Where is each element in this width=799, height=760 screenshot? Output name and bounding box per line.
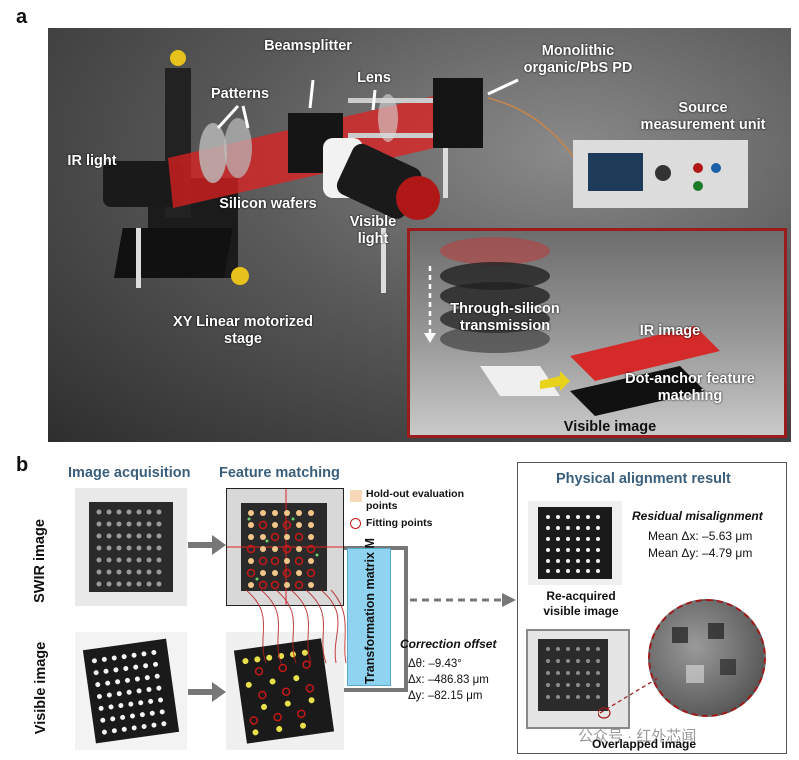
arrow-swir-to-matching (188, 535, 226, 555)
xy-stage-base (113, 228, 233, 278)
visible-image-tile (75, 632, 187, 750)
label-source-unit: Source measurement unit (640, 100, 766, 133)
row-label-visible: Visible image (33, 641, 49, 735)
visible-matching-tile (226, 632, 344, 750)
panel-a-letter: a (16, 6, 28, 28)
magnifier-connector (598, 677, 659, 719)
overlapped-dot-grid (538, 639, 608, 711)
label-monolithic-pd: Monolithic organic/PbS PD (523, 43, 633, 76)
smu-terminal-red (693, 163, 703, 173)
reacquired-dots (546, 515, 600, 573)
arrow-patterns-1 (216, 104, 240, 130)
label-visible-image-inset: Visible image (563, 419, 657, 435)
matching-arrow (540, 371, 570, 391)
correspondence-lines (245, 589, 347, 664)
silicon-wafer-2 (224, 118, 252, 178)
label-ir-light: IR light (67, 153, 117, 169)
magnified-dots (672, 623, 736, 683)
reacquired-label: Re-acquired visible image (543, 589, 619, 618)
label-dot-anchor: Dot-anchor feature matching (625, 371, 755, 404)
swir-fitting-points (246, 520, 316, 590)
lens-element (378, 94, 398, 142)
wafer-stack-3 (440, 305, 550, 333)
pd-mount (433, 78, 483, 148)
dashed-arrow-to-result (410, 593, 516, 607)
post-1 (136, 228, 141, 288)
reacquired-image-tile (528, 501, 622, 585)
residual-title: Residual misalignment (632, 509, 763, 523)
smu-terminal-blue (711, 163, 721, 173)
silicon-wafer-1 (199, 123, 227, 183)
visible-dot-grid (82, 638, 180, 744)
smu-knob (655, 165, 671, 181)
smu-terminal-green (693, 181, 703, 191)
arrow-lens (371, 89, 377, 111)
label-ir-image: IR image (639, 323, 701, 339)
swir-matching-points (248, 510, 314, 588)
legend-fitting-label: Fitting points (366, 517, 433, 529)
ir-light-source (103, 161, 183, 207)
correction-title: Correction offset (400, 637, 497, 651)
arrow-visible-to-matching (188, 682, 226, 702)
panel-b-letter: b (16, 454, 29, 476)
swir-matching-tile (226, 488, 344, 606)
legend-fitting-swatch (350, 518, 361, 529)
label-beamsplitter: Beamsplitter (264, 38, 352, 54)
visible-fitting-points (249, 660, 315, 725)
correction-dx: Δx: –486.83 μm (408, 674, 489, 686)
swir-dot-grid (89, 502, 173, 592)
swir-image-tile (75, 488, 187, 606)
swir-dots (96, 509, 162, 587)
inset-matching-schematic: Through-silicon transmission IR image Do… (407, 228, 787, 438)
swir-matching-grid (227, 489, 343, 605)
cage-rod-2 (348, 133, 478, 138)
overlapped-label: Overlapped image (592, 737, 697, 751)
swir-green-markers (247, 517, 319, 581)
label-visible-light: Visible light (349, 214, 397, 247)
correction-dy: Δy: –82.15 μm (408, 690, 483, 702)
transmission-arrowhead (424, 333, 436, 343)
label-xy-stage: XY Linear motorized stage (173, 314, 313, 347)
label-lens: Lens (357, 70, 391, 86)
knob-top (170, 50, 186, 66)
setup-illustration (103, 50, 748, 293)
knob-bottom (231, 267, 249, 285)
ir-cone-top (440, 237, 550, 265)
watermark-text: 公众号 · 红外芯闻 (578, 728, 697, 745)
transformation-matrix-label: Transformation matrix M (363, 538, 377, 684)
wafer-stack-4 (440, 325, 550, 353)
label-patterns: Patterns (210, 86, 270, 102)
correction-theta: Δθ: –9.43° (408, 658, 462, 670)
post-3 (443, 148, 448, 198)
wafer-stack-1 (440, 262, 550, 290)
residual-mean-dx: Mean Δx: –5.63 μm (648, 529, 753, 543)
visible-dots (91, 649, 167, 735)
magnified-detail-circle (648, 599, 766, 717)
residual-mean-dy: Mean Δy: –4.79 μm (648, 546, 753, 560)
ir-image-plate (570, 326, 720, 381)
label-silicon-wafers: Silicon wafers (219, 196, 317, 212)
label-through-silicon: Through-silicon transmission (450, 301, 560, 334)
alignment-result-box: Physical alignment result Residual misal… (517, 462, 787, 754)
row-label-swir: SWIR image (32, 519, 48, 603)
post-2 (381, 228, 386, 293)
title-image-acquisition: Image acquisition (68, 465, 191, 481)
arrow-pd (487, 78, 519, 96)
overlapped-image-tile (526, 629, 630, 729)
inset-illustration (424, 237, 720, 416)
visible-light-emitter (396, 176, 440, 220)
visible-image-plate (570, 366, 705, 416)
legend-holdout-swatch (350, 490, 362, 502)
title-feature-matching: Feature matching (219, 465, 340, 481)
cage-rod-1 (348, 98, 478, 103)
arrow-beamsplitter (308, 79, 315, 109)
arrow-patterns-2 (241, 105, 250, 129)
overlapped-dots (546, 647, 600, 699)
title-physical-alignment: Physical alignment result (556, 471, 731, 487)
reacquired-dot-grid (538, 507, 612, 579)
smu-screen (588, 153, 643, 191)
legend-holdout-label: Hold-out evaluation points (366, 488, 464, 512)
transformation-matrix-box: Transformation matrix M (347, 538, 391, 686)
wafer-stack-2 (440, 282, 550, 310)
